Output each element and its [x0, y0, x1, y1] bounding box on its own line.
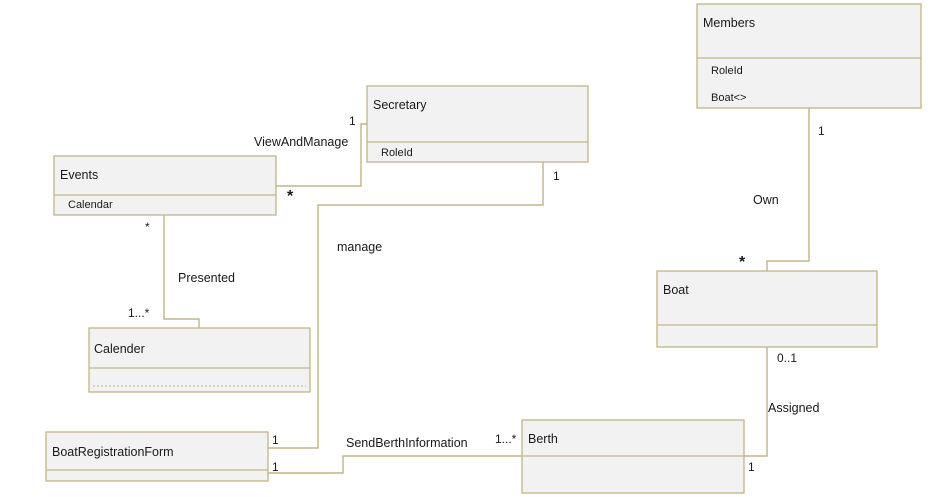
multiplicity-events-presented: * — [145, 220, 150, 234]
class-boat-registration-form[interactable]: BoatRegistrationForm — [45, 431, 269, 482]
view-and-manage-connector — [276, 123, 367, 187]
class-events[interactable]: Events Calendar — [53, 155, 277, 216]
class-name: BoatRegistrationForm — [52, 445, 174, 459]
send-berth-information-label: SendBerthInformation — [346, 436, 468, 450]
multiplicity-boat-own: * — [739, 254, 746, 271]
multiplicity-berth-send: 1...* — [495, 432, 517, 446]
class-boat[interactable]: Boat — [656, 270, 878, 348]
attribute: RoleId — [711, 65, 743, 77]
send-berth-information-connector — [268, 455, 522, 474]
class-name: Members — [703, 16, 755, 30]
class-calender[interactable]: Calender — [88, 327, 311, 393]
manage-connector — [268, 162, 544, 449]
attribute: RoleId — [381, 147, 413, 159]
class-secretary[interactable]: Secretary RoleId — [366, 85, 589, 163]
attribute: Boat<> — [711, 92, 746, 104]
multiplicity-form-manage: 1 — [272, 433, 279, 447]
class-name: Events — [60, 168, 98, 182]
multiplicity-berth-assigned: 1 — [748, 460, 755, 474]
multiplicity-secretary-view: 1 — [349, 114, 356, 128]
class-name: Secretary — [373, 98, 427, 112]
assigned-connector — [744, 347, 768, 457]
multiplicity-calender-presented: 1...* — [128, 306, 150, 320]
class-berth[interactable]: Berth — [521, 419, 745, 494]
manage-label: manage — [337, 240, 382, 254]
presented-label: Presented — [178, 271, 235, 285]
class-members[interactable]: Members RoleId Boat<> — [696, 3, 922, 109]
view-and-manage-label: ViewAndManage — [254, 135, 348, 149]
multiplicity-members-own: 1 — [818, 124, 825, 138]
class-name: Berth — [528, 432, 558, 446]
multiplicity-events-view: * — [287, 188, 294, 205]
class-name: Calender — [94, 342, 145, 356]
multiplicity-secretary-manage: 1 — [553, 169, 560, 183]
assigned-label: Assigned — [768, 401, 819, 415]
own-label: Own — [753, 193, 779, 207]
class-name: Boat — [663, 283, 689, 297]
multiplicity-boat-assigned: 0..1 — [777, 351, 797, 365]
presented-connector — [163, 215, 200, 328]
attribute: Calendar — [68, 199, 113, 211]
multiplicity-form-send: 1 — [272, 460, 279, 474]
own-connector — [766, 108, 810, 271]
